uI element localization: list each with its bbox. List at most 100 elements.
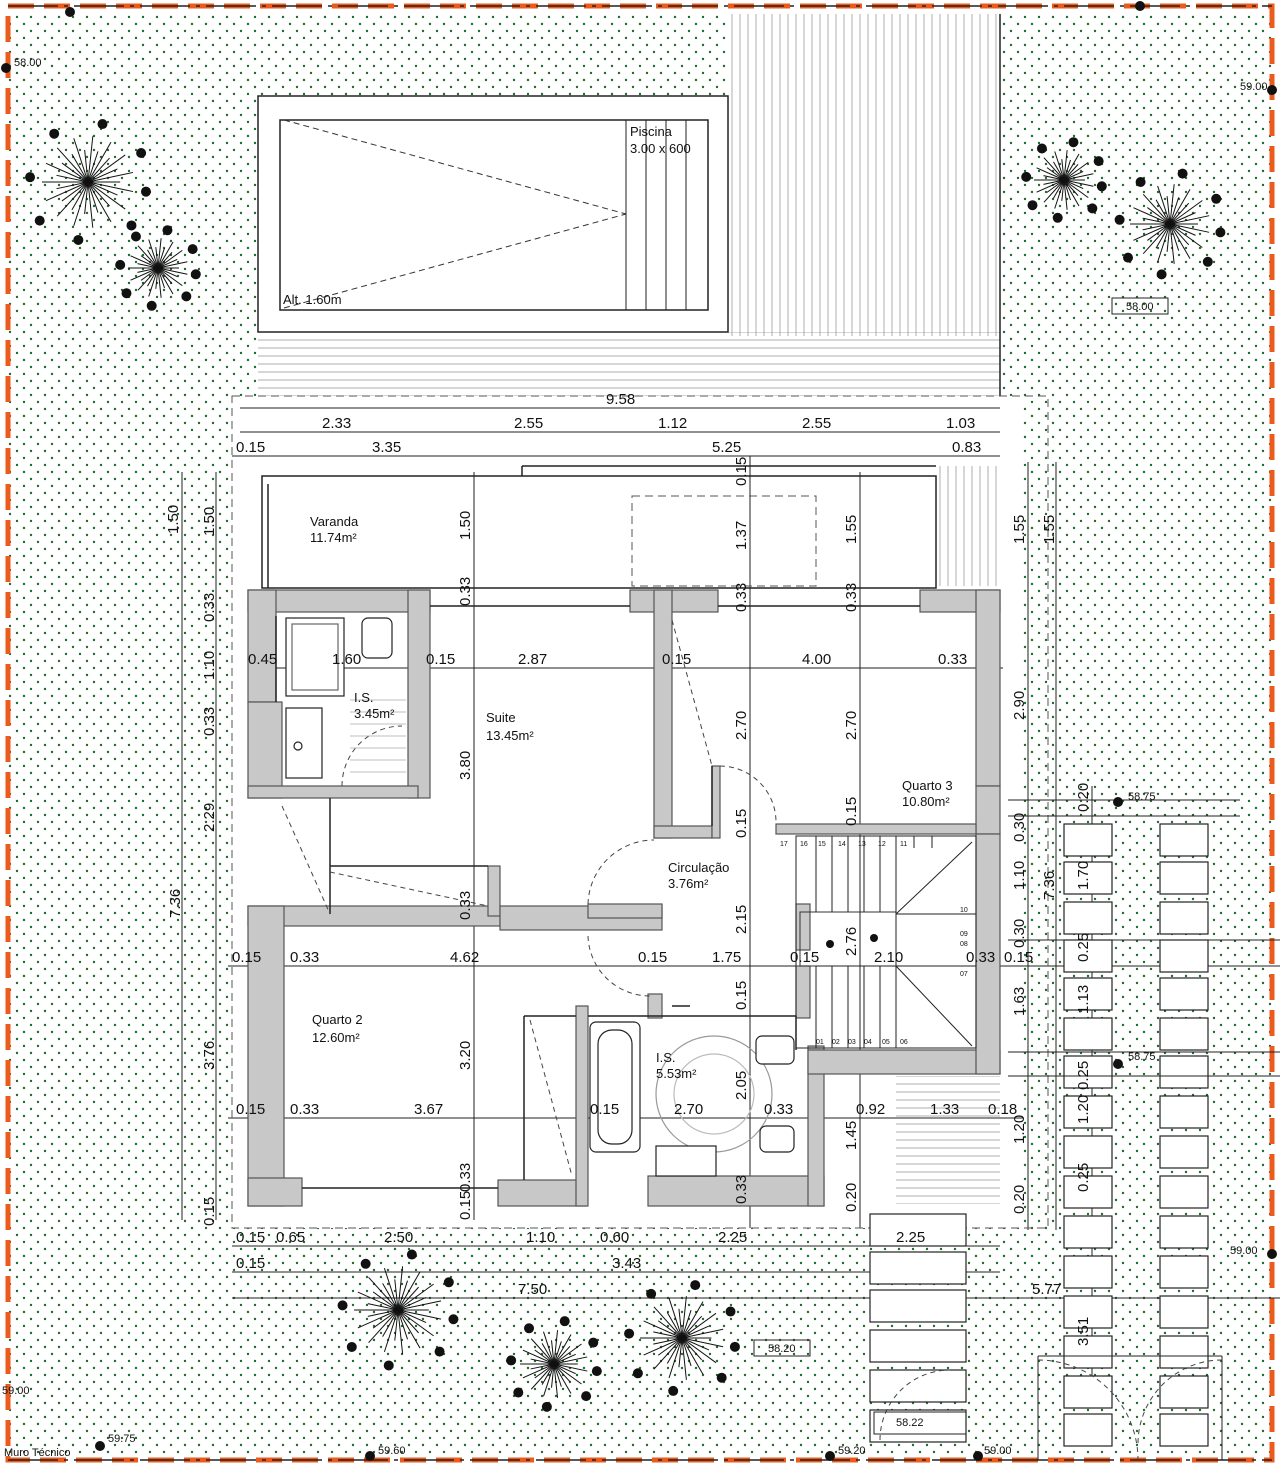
tree-dot — [1156, 269, 1167, 280]
tree-branch — [1147, 223, 1171, 241]
trees — [25, 119, 1226, 1412]
dimension-label: 0.45 — [248, 651, 277, 668]
thin-partitions — [275, 605, 920, 1189]
dimension-label: 0.33 — [290, 949, 319, 966]
dimension-label: 0.15 — [232, 949, 261, 966]
tree-dot — [181, 291, 192, 302]
dimension-label: 2.50 — [384, 1229, 413, 1246]
tree-dot — [126, 220, 137, 231]
stair-number: 15 — [818, 841, 826, 848]
tree-dot — [1114, 214, 1125, 225]
is1-area: 3.45m² — [354, 706, 395, 721]
dimension-label: 2.70 — [733, 711, 750, 740]
dimension-label: 9.58 — [606, 391, 635, 408]
quarto3-area: 10.80m² — [902, 794, 950, 809]
stepping-stone — [1159, 861, 1209, 895]
varanda-area: 11.74m² — [310, 530, 357, 545]
dimension-label: 1.50 — [457, 511, 474, 540]
tree-dot — [146, 300, 157, 311]
dimension-label: 0.30 — [1011, 813, 1028, 842]
tree-branch — [367, 1309, 399, 1317]
tree-branch — [87, 181, 94, 228]
circulacao-name: Circulação — [668, 860, 729, 875]
dimension-label: 0.33 — [457, 891, 474, 920]
tree-branch — [1142, 223, 1171, 255]
tree-branch — [87, 181, 134, 193]
tree-branch — [155, 267, 159, 289]
tree-branch — [551, 1363, 555, 1388]
tree-branch — [1054, 151, 1065, 181]
tree-branch — [1063, 179, 1089, 199]
tree-branch — [553, 1345, 571, 1365]
tree-branch — [1166, 196, 1171, 225]
dimension-label: 5.77 — [1032, 1281, 1061, 1298]
tree-branch — [147, 267, 159, 287]
tree-branch — [1061, 179, 1065, 201]
muro-tecnico-label: Muro Técnico — [4, 1447, 70, 1459]
tree-branch — [681, 1337, 704, 1375]
tree-branch — [397, 1309, 442, 1320]
tree-branch — [553, 1343, 582, 1365]
tree-dot — [1052, 212, 1063, 223]
tree-dot — [434, 1346, 445, 1357]
tree-dot — [360, 1258, 371, 1269]
dimension-label: 0.15 — [236, 1101, 265, 1118]
dimension-label: 7.36 — [167, 889, 184, 918]
dimension-label: 0.15 — [236, 439, 265, 456]
varanda-name: Varanda — [310, 514, 359, 529]
tree-dot — [190, 269, 201, 280]
dimension-label: 3.20 — [457, 1041, 474, 1070]
is1-name: I.S. — [354, 690, 374, 705]
tree-branch — [368, 1276, 399, 1311]
level-markers — [753, 297, 1169, 1435]
tree-branch — [1063, 159, 1071, 181]
tree-branch — [397, 1309, 408, 1340]
tree-branch — [681, 1337, 724, 1348]
tree-branch — [87, 136, 94, 183]
dimension-label: 3.43 — [612, 1255, 641, 1272]
tree-branch — [1169, 189, 1191, 225]
tree-branch — [543, 1363, 555, 1397]
tree-dot — [130, 231, 141, 242]
tree-branch — [1169, 223, 1191, 259]
stepping-stone — [1159, 1295, 1209, 1329]
tree-branch — [1043, 179, 1065, 185]
tree-dot — [1027, 200, 1038, 211]
tree-dot — [716, 1372, 727, 1383]
tree-dot — [121, 288, 132, 299]
dimension-label: 0.15 — [733, 457, 750, 486]
dimension-label: 0.15 — [236, 1229, 265, 1246]
tree-branch — [87, 181, 112, 223]
level-bot1: 59.60 — [378, 1445, 406, 1457]
level-bl: 59.00 — [2, 1385, 30, 1397]
tree-branch — [534, 1349, 555, 1365]
stepping-stone — [1063, 1295, 1113, 1329]
tree-branch — [653, 1337, 683, 1345]
tree-branch — [553, 1330, 559, 1365]
tree-branch — [1133, 207, 1171, 225]
tree-branch — [522, 1349, 555, 1365]
tree-branch — [653, 1331, 683, 1339]
tree-branch — [666, 1312, 683, 1339]
tree-branch — [87, 154, 126, 183]
tree-branch — [553, 1363, 562, 1387]
tree-branch — [155, 247, 159, 269]
tree-dot — [383, 1360, 394, 1371]
tree-branch — [56, 181, 89, 190]
tree-dot — [1123, 252, 1133, 263]
stair-steps — [815, 836, 933, 1048]
circulacao-area: 3.76m² — [668, 876, 709, 891]
dimension-label: 5.25 — [712, 439, 741, 456]
tree-branch — [1063, 164, 1079, 181]
tree-dot — [49, 128, 60, 139]
tree-branch — [1063, 179, 1094, 187]
stepping-stone — [1063, 861, 1113, 895]
tree-branch — [87, 181, 126, 210]
tree-branch — [157, 267, 183, 287]
tree-branch — [681, 1301, 704, 1339]
dimension-label: 0.15 — [733, 809, 750, 838]
tree-branch — [681, 1337, 717, 1364]
stepping-stone — [1063, 1055, 1113, 1089]
tree-dot — [646, 1288, 657, 1299]
stepping-stone — [1063, 1255, 1113, 1289]
